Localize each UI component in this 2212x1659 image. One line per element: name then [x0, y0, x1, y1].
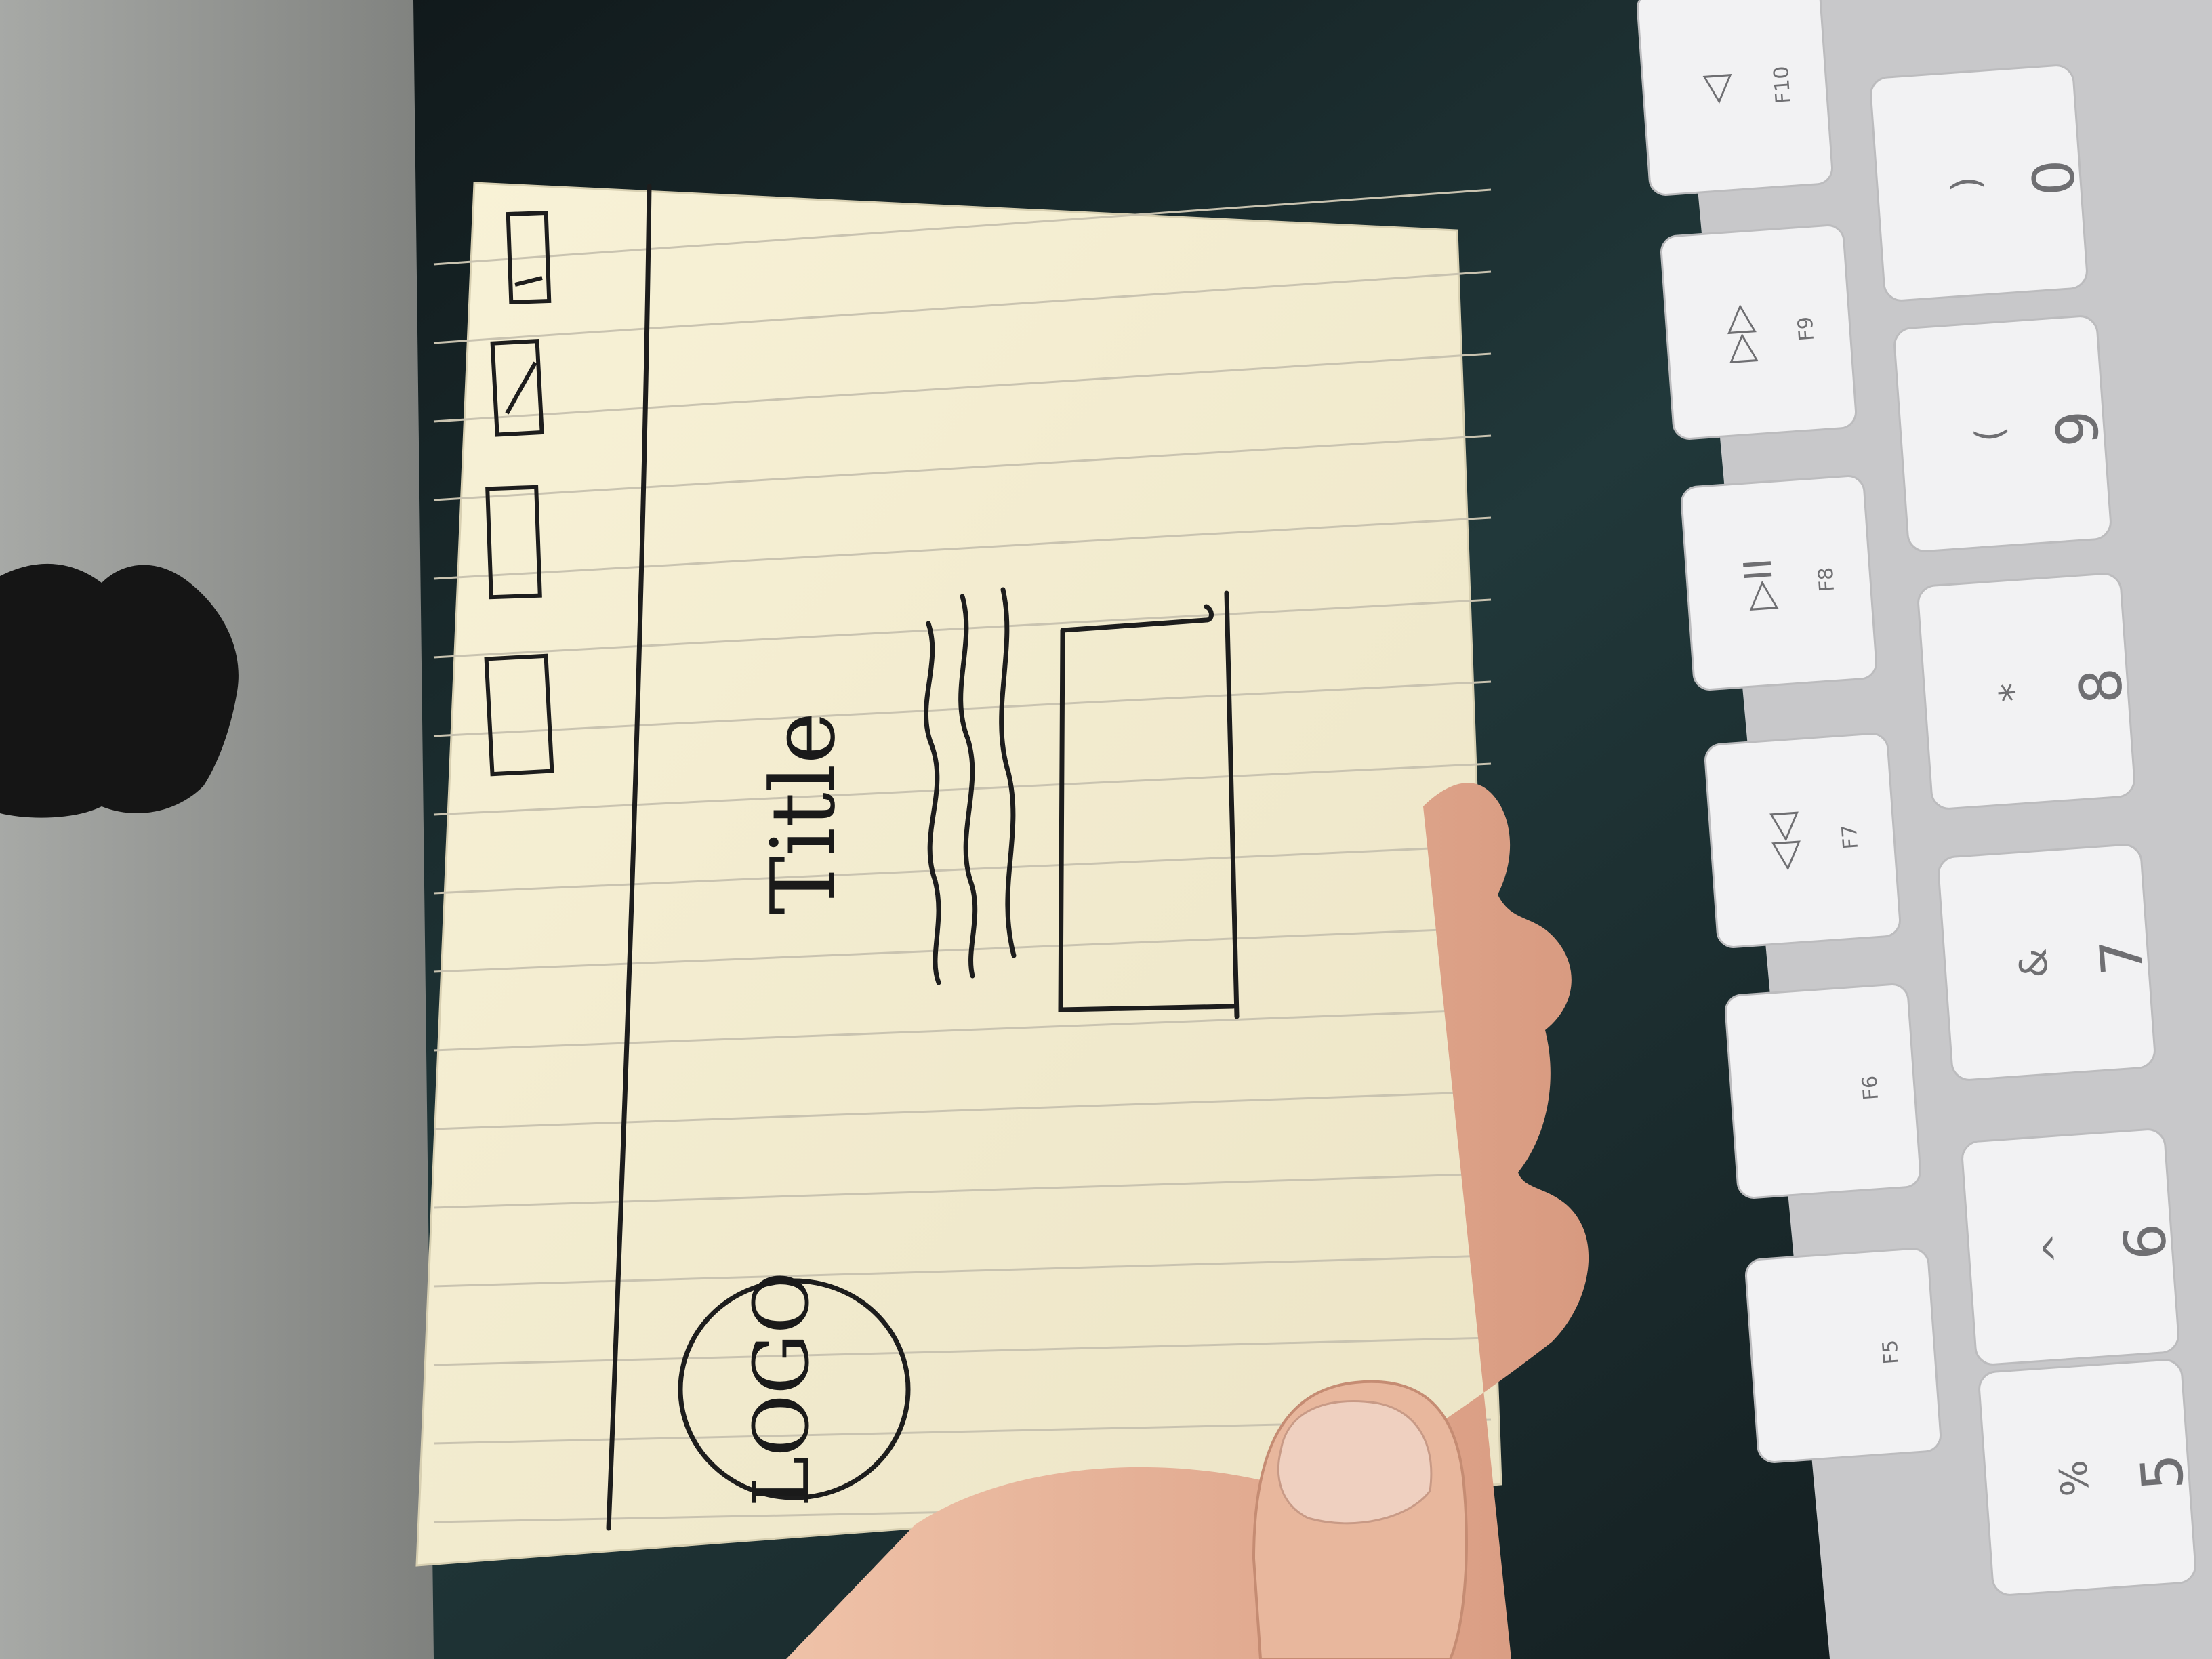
- number-key-bottom: 5: [2128, 1452, 2196, 1492]
- number-key-cap[interactable]: [1870, 64, 2088, 302]
- text-line-1: [923, 621, 941, 985]
- function-key-cap[interactable]: [1660, 224, 1858, 440]
- rule-line: [433, 844, 1492, 895]
- function-key-cap[interactable]: [1704, 733, 1902, 948]
- function-key[interactable]: F7 ◁◁: [1704, 733, 1902, 948]
- nav-checkbox-1[interactable]: [506, 210, 552, 305]
- number-key-cap[interactable]: [1917, 573, 2135, 810]
- number-key-bottom: 8: [2067, 665, 2135, 706]
- rule-line: [433, 434, 1492, 501]
- number-key-cap[interactable]: [1893, 315, 2112, 552]
- number-key-bottom: 7: [2087, 937, 2156, 977]
- function-key-cap[interactable]: [1680, 475, 1878, 691]
- rule-line: [433, 926, 1492, 973]
- number-key[interactable]: )0: [1870, 64, 2095, 302]
- function-key-symbol: ▷II: [1736, 557, 1783, 611]
- image-placeholder: [1058, 590, 1240, 1019]
- logo-text: LOGO: [738, 1271, 826, 1507]
- function-key-cap[interactable]: [1636, 0, 1834, 196]
- number-key-top: &: [2011, 947, 2057, 979]
- function-key-label: F6: [1858, 1075, 1883, 1101]
- number-key-top: (: [1967, 426, 2012, 443]
- function-key-symbol: ◁: [1693, 73, 1739, 106]
- number-key-bottom: 9: [2043, 408, 2112, 449]
- hand: [786, 783, 1589, 1659]
- number-key-top: %: [2051, 1458, 2098, 1498]
- laptop-lid: [0, 0, 434, 1659]
- logo-circle: [678, 1278, 911, 1500]
- function-key[interactable]: F5: [1744, 1248, 1942, 1463]
- number-key-bottom: 6: [2111, 1221, 2179, 1262]
- function-key[interactable]: F10 ◁: [1636, 0, 1834, 196]
- number-key-top: ^: [2034, 1231, 2081, 1265]
- number-key[interactable]: *8: [1917, 572, 2142, 810]
- function-key-label: F8: [1814, 567, 1839, 593]
- sticky-note: LOGO Title: [415, 182, 1502, 1567]
- number-key-cap[interactable]: [1938, 844, 2156, 1081]
- rule-line: [433, 598, 1492, 659]
- number-key[interactable]: %5: [1978, 1358, 2203, 1596]
- nav-checkbox-4[interactable]: [484, 653, 554, 777]
- function-key[interactable]: F6: [1724, 983, 1922, 1199]
- thumbnail: [1277, 1400, 1433, 1525]
- number-key[interactable]: ^6: [1961, 1128, 2186, 1366]
- nav-checkboxes: [484, 210, 554, 777]
- rule-line: [433, 516, 1492, 580]
- number-key-bottom: 0: [2020, 157, 2088, 198]
- logo: LOGO: [678, 1271, 911, 1507]
- function-key-label: F9: [1794, 316, 1819, 342]
- nav-checkbox-2-mark: [505, 361, 537, 415]
- body-text-lines: [923, 587, 1017, 985]
- nav-checkbox-2[interactable]: [490, 339, 544, 437]
- apple-logo: [0, 563, 239, 818]
- hand-palm: [786, 783, 1589, 1659]
- rule-line: [433, 1336, 1492, 1366]
- number-key-top: ): [1944, 175, 1988, 192]
- text-line-2: [958, 594, 978, 979]
- function-key-cap[interactable]: [1724, 983, 1922, 1199]
- page-title: Title: [752, 712, 855, 914]
- rule-line: [433, 762, 1492, 816]
- rule-line: [433, 1008, 1492, 1052]
- rule-line: [433, 188, 1492, 266]
- function-key[interactable]: F8 ▷II: [1680, 475, 1878, 691]
- function-key-symbol: ◁◁: [1759, 811, 1807, 872]
- rule-line: [433, 1172, 1492, 1209]
- function-key-label: F7: [1838, 824, 1863, 851]
- nav-checkbox-3[interactable]: [485, 485, 542, 600]
- rule-line: [433, 270, 1492, 344]
- function-key[interactable]: F9 ▷▷: [1660, 224, 1858, 440]
- paper: [415, 182, 1502, 1567]
- function-key-label: F5: [1879, 1339, 1904, 1366]
- nav-checkbox-1-mark: [514, 276, 543, 287]
- function-key-label: F10: [1769, 65, 1796, 104]
- number-key-cap[interactable]: [1961, 1128, 2179, 1366]
- navbar-divider: [606, 184, 652, 1531]
- rule-line: [433, 1254, 1492, 1288]
- function-key-cap[interactable]: [1744, 1248, 1942, 1463]
- number-key[interactable]: (9: [1893, 314, 2118, 552]
- rule-line: [433, 352, 1492, 423]
- number-key-cap[interactable]: [1978, 1359, 2196, 1596]
- number-key-top: *: [1991, 681, 2036, 703]
- rule-line: [433, 1090, 1492, 1130]
- number-key[interactable]: &7: [1938, 843, 2163, 1081]
- text-line-3: [999, 587, 1017, 958]
- function-key-symbol: ▷▷: [1715, 303, 1763, 364]
